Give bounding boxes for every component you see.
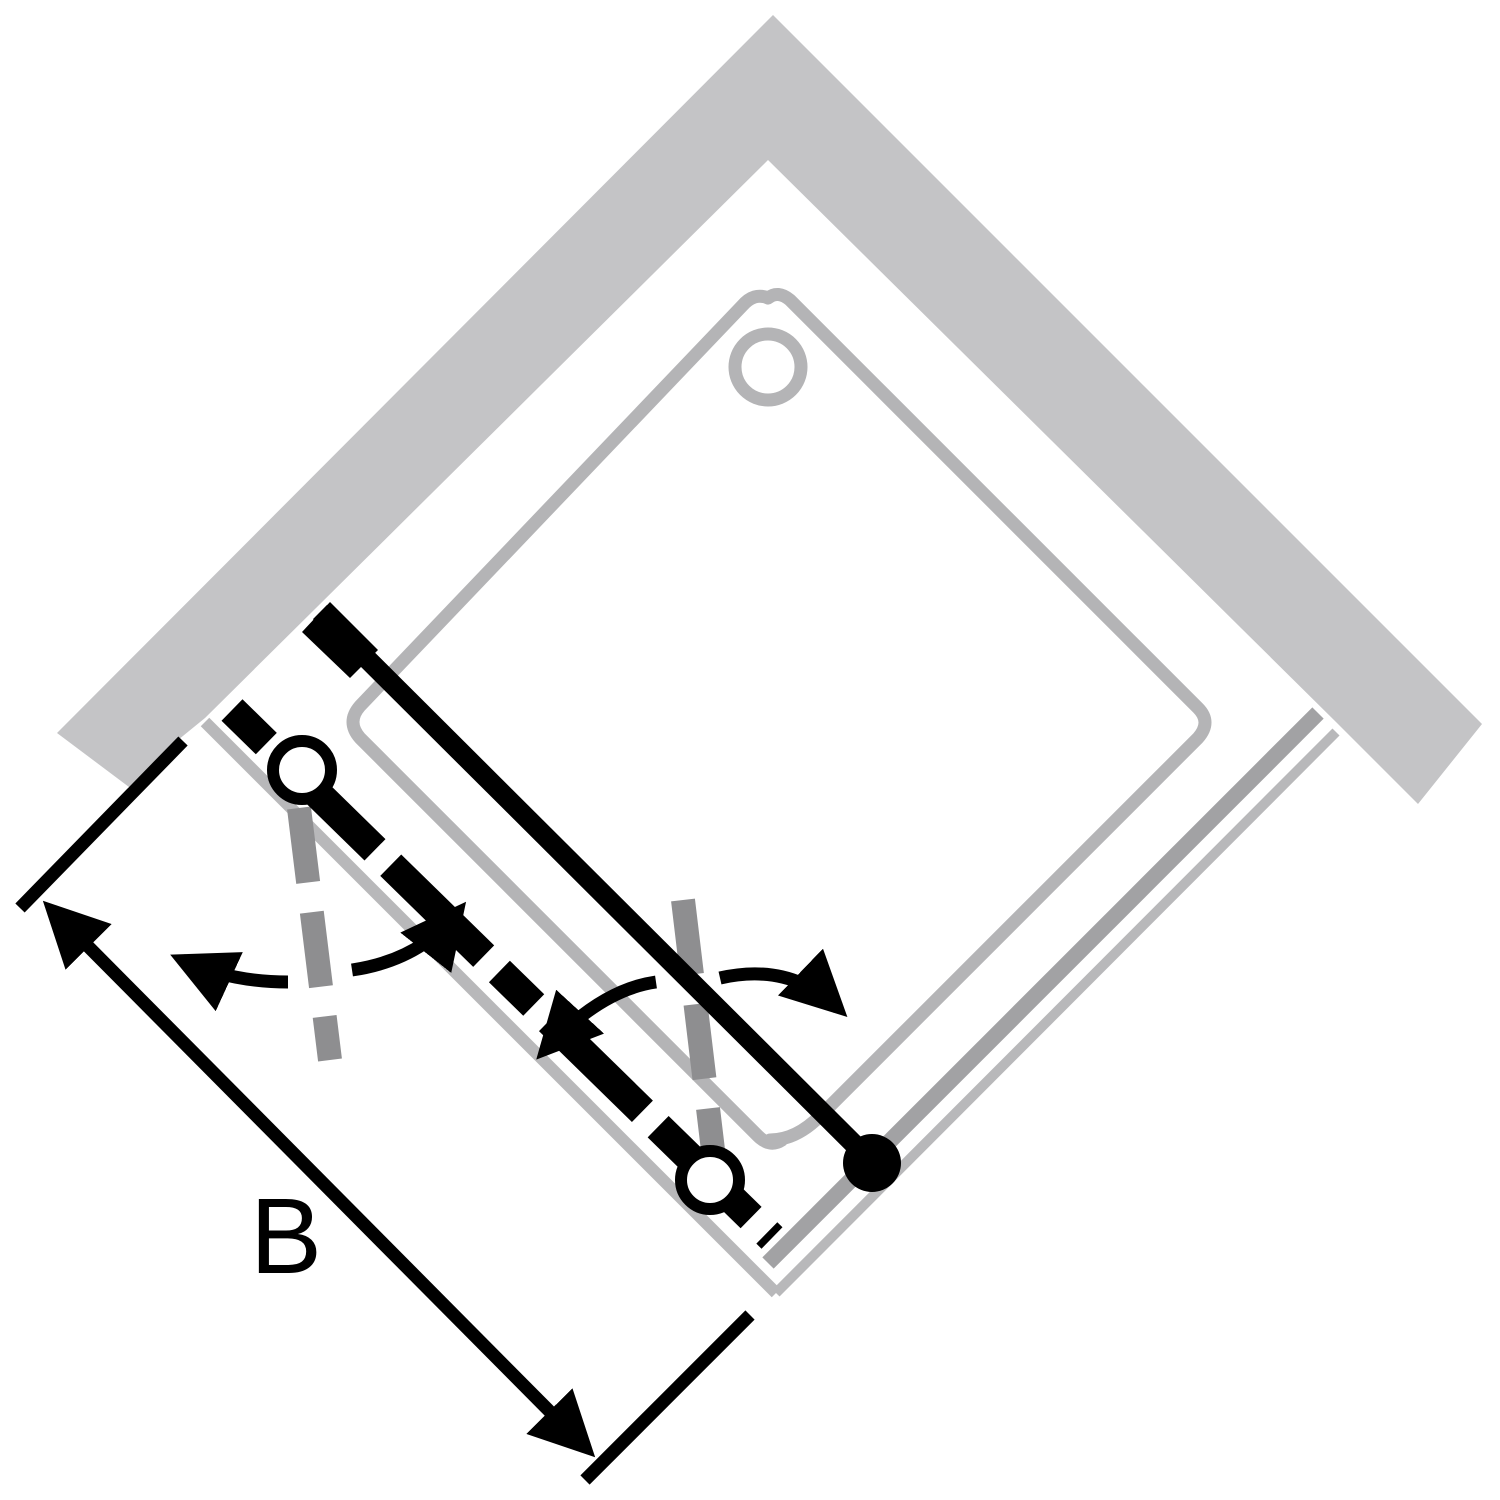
shower-tray <box>346 288 1212 1150</box>
dimension-b <box>15 736 755 1485</box>
door-panel <box>302 602 901 1192</box>
arrow-right-icon <box>718 948 848 1017</box>
drain-icon <box>728 327 808 407</box>
dimension-label: B <box>250 1175 323 1296</box>
pivot-icon <box>843 1134 901 1192</box>
corner-wall <box>57 15 1482 804</box>
arrow-left-icon <box>170 952 289 1012</box>
hinge-circle-icon <box>267 735 337 805</box>
enclosure-frame <box>200 707 1340 1298</box>
hinge-circle-icon <box>675 1145 745 1215</box>
door-wall-profile <box>302 602 378 678</box>
